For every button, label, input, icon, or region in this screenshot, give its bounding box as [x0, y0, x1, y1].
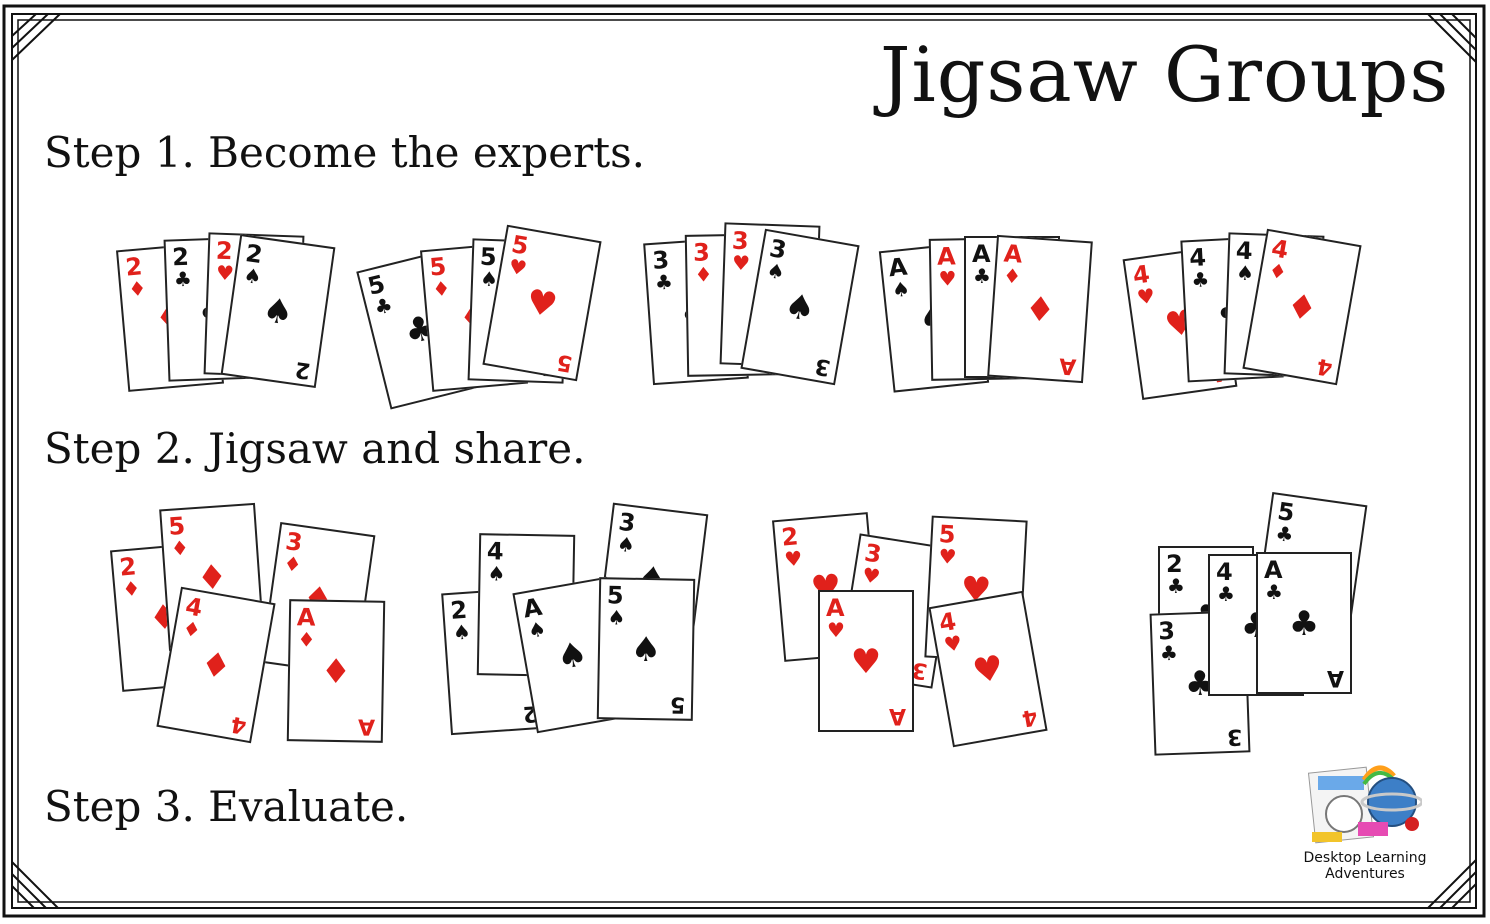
- card-rank-inverted: A: [1326, 665, 1344, 690]
- hearts-suit-icon: ♥: [860, 562, 882, 589]
- step-2-label: Step 2. Jigsaw and share.: [44, 424, 586, 473]
- diamonds-suit-icon: ♦: [1266, 257, 1289, 285]
- card-rank: 4: [486, 537, 504, 566]
- diamonds-suit-icon: ♦: [180, 615, 203, 643]
- diamonds-suit-icon: ♦: [282, 550, 304, 578]
- card-rank: 2: [1166, 550, 1183, 578]
- card-rank: 3: [731, 226, 750, 256]
- hearts-suit-icon: ♥: [942, 630, 964, 658]
- spades-suit-icon: ♠: [526, 616, 548, 644]
- card-rank-inverted: A: [888, 703, 906, 728]
- diamonds-suit-icon: ♦: [297, 627, 316, 652]
- expert-group-1-card-2-of-spades: 2♠♠2: [220, 234, 336, 388]
- jigsaw-group-4-card-A-of-clubs: A♣♣A: [1256, 552, 1352, 694]
- clubs-suit-icon: ♣: [173, 266, 193, 292]
- spades-suit-icon: ♠: [764, 257, 787, 285]
- page-title: Jigsaw Groups: [880, 30, 1450, 119]
- diamonds-suit-icon: ♦: [1002, 263, 1022, 289]
- card-rank-inverted: A: [1058, 352, 1077, 379]
- spades-suit-icon: ♠: [890, 276, 912, 303]
- card-rank-inverted: 4: [1019, 703, 1040, 731]
- diamonds-suit-icon: ♦: [127, 275, 148, 302]
- jigsaw-group-1-card-A-of-diamonds: A♦♦A: [286, 599, 386, 743]
- card-rank-inverted: A: [357, 713, 376, 739]
- diamonds-center-icon: ♦: [1023, 288, 1057, 332]
- hearts-suit-icon: ♥: [938, 266, 957, 291]
- expert-group-4-card-A-of-diamonds: A♦♦A: [987, 234, 1093, 384]
- hearts-suit-icon: ♥: [1135, 283, 1157, 310]
- logo: Desktop Learning Adventures: [1300, 756, 1430, 884]
- card-rank-inverted: 5: [669, 691, 686, 717]
- jigsaw-group-2-card-5-of-spades: 5♠♠5: [596, 577, 696, 721]
- card-rank-inverted: 4: [1314, 352, 1335, 380]
- clubs-suit-icon: ♣: [973, 264, 991, 288]
- hearts-center-icon: ♥: [850, 642, 882, 682]
- diamonds-suit-icon: ♦: [121, 575, 142, 602]
- card-rank: A: [1264, 556, 1283, 584]
- card-rank: 2: [171, 242, 190, 272]
- logo-art-icon: [1308, 765, 1422, 844]
- spades-center-icon: ♠: [781, 285, 819, 331]
- spades-center-icon: ♠: [630, 629, 662, 671]
- hearts-suit-icon: ♥: [731, 250, 751, 276]
- clubs-suit-icon: ♣: [1190, 267, 1210, 293]
- hearts-suit-icon: ♥: [215, 260, 235, 286]
- diamonds-center-icon: ♦: [320, 651, 352, 693]
- card-rank: A: [296, 603, 316, 632]
- spades-suit-icon: ♠: [242, 262, 264, 290]
- clubs-suit-icon: ♣: [371, 292, 395, 320]
- clubs-suit-icon: ♣: [1265, 580, 1283, 604]
- card-rank: A: [826, 594, 845, 622]
- card-rank: 2: [215, 236, 234, 266]
- diamonds-center-icon: ♦: [1283, 285, 1321, 331]
- card-rank-inverted: 3: [1226, 723, 1243, 750]
- spades-suit-icon: ♠: [487, 561, 506, 586]
- hearts-suit-icon: ♥: [783, 545, 804, 572]
- card-rank-inverted: 4: [228, 710, 249, 738]
- spades-suit-icon: ♠: [615, 531, 637, 558]
- card-rank-inverted: 2: [293, 356, 312, 383]
- diamonds-suit-icon: ♦: [694, 262, 713, 287]
- card-rank: 5: [606, 581, 624, 610]
- hearts-center-icon: ♥: [523, 281, 561, 327]
- spades-suit-icon: ♠: [1235, 260, 1255, 286]
- spades-suit-icon: ♠: [452, 619, 472, 645]
- logo-line-2: Adventures: [1325, 866, 1405, 882]
- hearts-suit-icon: ♥: [827, 618, 845, 642]
- hearts-suit-icon: ♥: [506, 253, 529, 281]
- clubs-center-icon: ♣: [1288, 604, 1320, 644]
- card-rank: 4: [1235, 236, 1254, 266]
- diamonds-center-icon: ♦: [197, 643, 235, 689]
- step-3-label: Step 3. Evaluate.: [44, 782, 409, 831]
- clubs-suit-icon: ♣: [1167, 574, 1185, 598]
- card-rank: 3: [1157, 616, 1176, 646]
- step-1-label: Step 1. Become the experts.: [44, 128, 646, 177]
- card-rank: 4: [1216, 558, 1233, 586]
- card-rank: A: [936, 242, 956, 271]
- hearts-suit-icon: ♥: [938, 544, 958, 569]
- diamonds-suit-icon: ♦: [431, 275, 452, 302]
- jigsaw-group-3-card-A-of-hearts: A♥♥A: [818, 590, 914, 732]
- spades-suit-icon: ♠: [607, 605, 626, 630]
- clubs-suit-icon: ♣: [1159, 640, 1179, 666]
- card-rank: 5: [479, 242, 498, 272]
- clubs-suit-icon: ♣: [1217, 582, 1235, 606]
- spades-center-icon: ♠: [259, 290, 296, 334]
- card-rank-inverted: 5: [554, 348, 575, 376]
- diamonds-suit-icon: ♦: [170, 535, 190, 561]
- logo-line-1: Desktop Learning: [1303, 850, 1427, 866]
- clubs-suit-icon: ♣: [1274, 520, 1296, 548]
- clubs-suit-icon: ♣: [654, 269, 674, 295]
- card-rank: 3: [692, 238, 711, 267]
- card-rank-inverted: 3: [812, 352, 833, 380]
- card-rank: A: [972, 240, 991, 268]
